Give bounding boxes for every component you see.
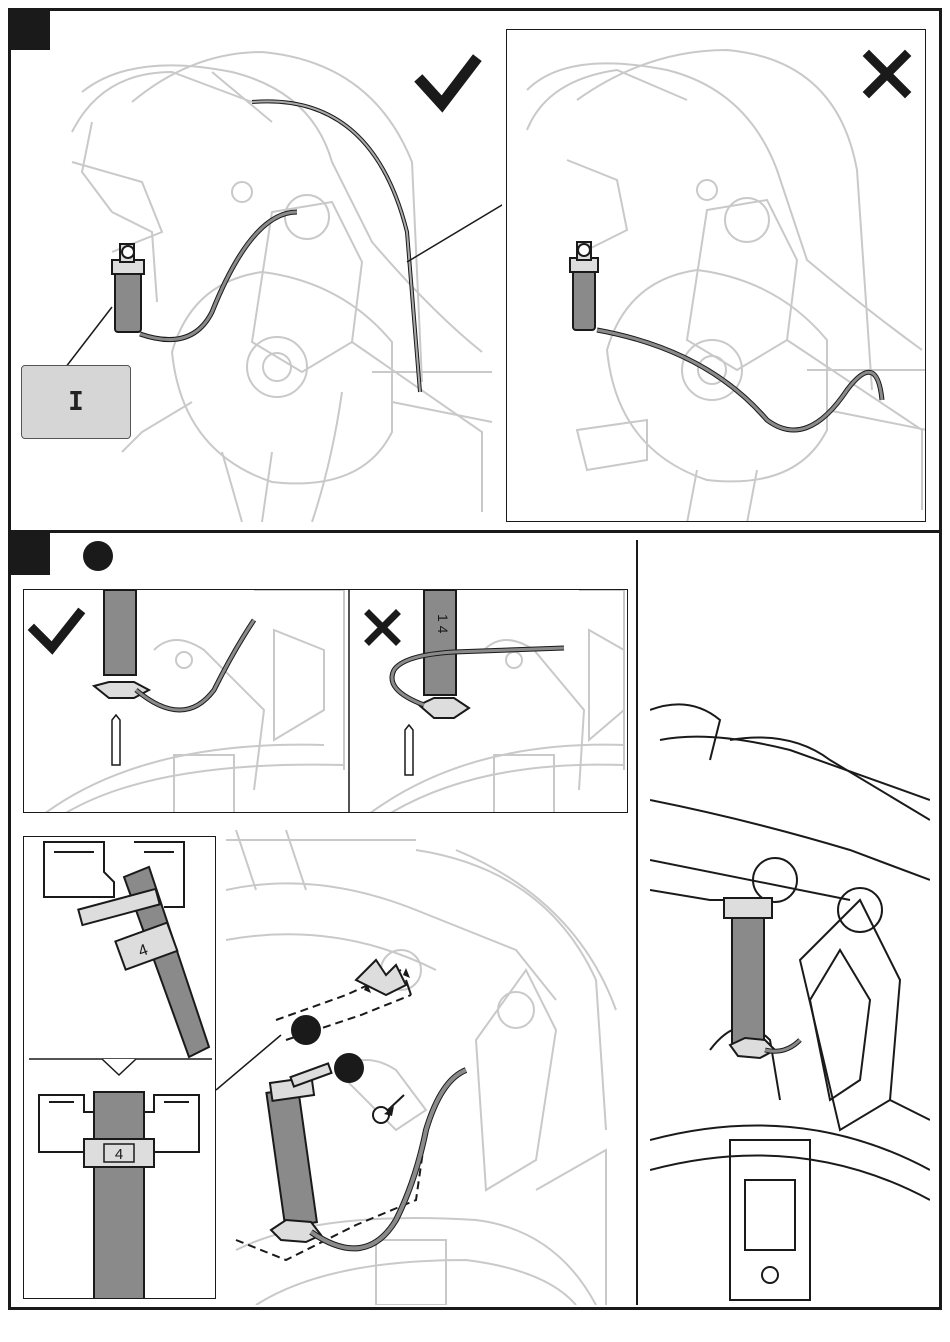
illustration-correct-routing <box>12 12 502 522</box>
sub-step-dot-one <box>291 1015 321 1045</box>
tube-marker-text: 1 4 <box>435 614 451 634</box>
step-marker-bottom <box>8 533 50 575</box>
check-mark-icon <box>34 614 79 648</box>
sub-step-dot-two <box>334 1053 364 1083</box>
column-divider <box>636 540 638 1305</box>
clip-detail-box: 4 4 <box>23 836 216 1299</box>
cross-mark-icon <box>369 614 396 641</box>
cross-mark-icon <box>869 56 905 92</box>
illustration-final-view <box>650 700 930 1305</box>
illustration-clip-installation <box>216 830 631 1305</box>
comparison-box: 1 4 <box>23 589 628 813</box>
illustration-incorrect-routing <box>506 29 926 522</box>
tube-label-number-lower: 4 <box>115 1146 123 1163</box>
sub-step-dot-header <box>83 541 113 571</box>
check-mark-icon <box>422 62 474 104</box>
step-divider <box>8 530 942 533</box>
label-box-roman-one: I <box>21 365 131 439</box>
